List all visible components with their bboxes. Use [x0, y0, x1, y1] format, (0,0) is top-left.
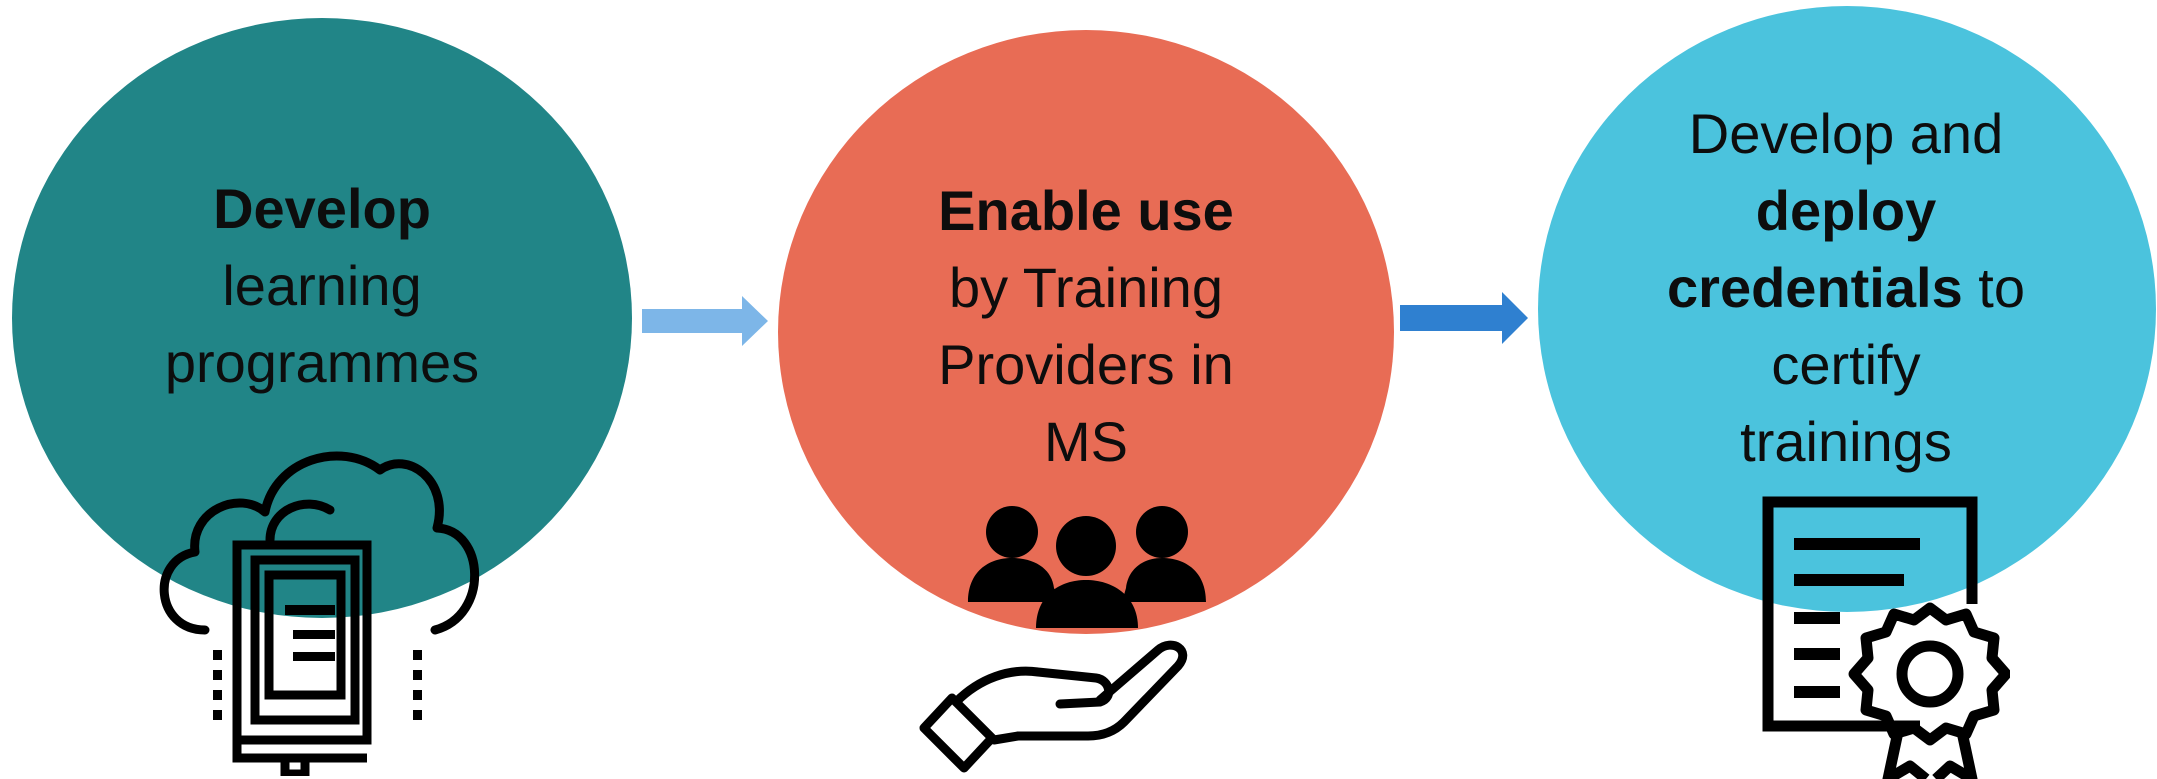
- certificate-icon: [1762, 496, 2010, 779]
- step-1-circle: [12, 18, 632, 618]
- step-3-bold-2: credentials: [1667, 256, 1963, 319]
- step-2-label: Enable use by Training Providers in MS: [836, 172, 1336, 480]
- arrow-right-icon: [1400, 292, 1528, 344]
- people-on-hand-icon: [919, 506, 1206, 773]
- step-3-line-5: trainings: [1740, 410, 1952, 473]
- step-3-bold-1: deploy: [1755, 179, 1937, 242]
- arrow-right-icon: [642, 296, 768, 346]
- step-1-label: Develop learning programmes: [82, 170, 562, 401]
- step-3-circle: [1538, 6, 2156, 612]
- step-3-label: Develop and deploy credentials to certif…: [1616, 95, 2076, 480]
- step-2-line-3: MS: [1044, 410, 1128, 473]
- step-3-to: to: [1962, 256, 2025, 319]
- step-1-bold: Develop: [213, 177, 431, 240]
- step-1-line-1: learning: [222, 254, 422, 317]
- step-3-line-4: certify: [1771, 333, 1921, 396]
- step-3-line-1: Develop and: [1688, 102, 2004, 165]
- step-2-line-1: by Training: [949, 256, 1223, 319]
- step-2-line-2: Providers in: [938, 333, 1234, 396]
- step-2-bold: Enable use: [938, 179, 1234, 242]
- cloud-book-icon: [159, 451, 480, 776]
- step-1-line-2: programmes: [164, 331, 480, 394]
